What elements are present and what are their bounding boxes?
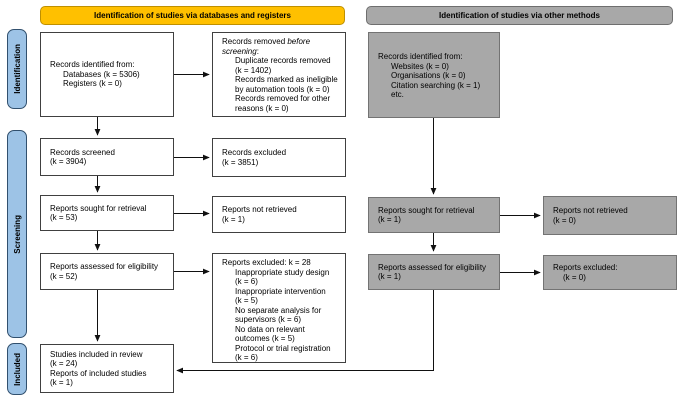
reports-not-retrieved-line1: Reports not retrieved <box>222 205 297 214</box>
records-identified-line3: Registers (k = 0) <box>63 79 122 89</box>
header-databases-registers: Identification of studies via databases … <box>40 6 345 25</box>
records-screened-box: Records screened (k = 3904) <box>40 138 174 176</box>
records-removed-item-line: Records removed for other <box>235 94 331 103</box>
records-removed-item-line: (k = 1402) <box>235 65 272 75</box>
other-reports-assessed-line2: (k = 1) <box>378 272 401 281</box>
reports-excluded-item-line: outcomes (k = 5) <box>235 334 295 343</box>
studies-included-box: Studies included in review (k = 24) Repo… <box>40 344 174 393</box>
reports-excluded-title: Reports excluded: k = 28 <box>222 258 311 267</box>
other-reports-assessed-line1: Reports assessed for eligibility <box>378 262 487 272</box>
other-reports-excluded-line2: (k = 0) <box>563 272 586 282</box>
header-other-methods: Identification of studies via other meth… <box>366 6 673 25</box>
records-excluded-line1: Records excluded <box>222 148 287 157</box>
reports-excluded-item-line: supervisors (k = 6) <box>235 315 302 324</box>
records-removed-item-line: reasons (k = 0) <box>235 103 289 113</box>
reports-excluded-item-line: Inappropriate study design <box>235 267 330 277</box>
records-identified-line1: Records identified from: <box>50 60 135 70</box>
other-reports-sought-line2: (k = 1) <box>378 215 401 224</box>
other-reports-sought-box: Reports sought for retrieval (k = 1) <box>368 197 500 233</box>
reports-assessed-line1: Reports assessed for eligibility <box>50 262 159 271</box>
records-removed-box: Records removed before screening: Duplic… <box>212 32 346 117</box>
reports-excluded-item-line: Inappropriate intervention <box>235 286 326 296</box>
records-removed-item-line: by automation tools (k = 0) <box>235 84 330 94</box>
sidebar-included-label: Included <box>12 352 22 386</box>
reports-excluded-item-line: (k = 6) <box>235 353 258 362</box>
sidebar-identification-label: Identification <box>12 44 22 94</box>
records-removed-item-line: Duplicate records removed <box>235 56 331 65</box>
other-records-identified-box: Records identified from: Websites (k = 0… <box>368 32 500 118</box>
reports-sought-line2: (k = 53) <box>50 213 78 222</box>
other-reports-excluded-line1: Reports excluded: <box>553 263 618 272</box>
reports-excluded-item-line: No data on relevant <box>235 324 305 334</box>
other-records-identified-line: Citation searching (k = 1) <box>391 80 481 90</box>
sidebar-identification: Identification <box>7 29 27 109</box>
reports-assessed-line2: (k = 52) <box>50 271 78 281</box>
studies-included-line4: (k = 1) <box>50 378 73 387</box>
other-reports-sought-line1: Reports sought for retrieval <box>378 205 475 215</box>
header-other-methods-label: Identification of studies via other meth… <box>439 11 600 20</box>
other-reports-excluded-box: Reports excluded: (k = 0) <box>543 255 677 290</box>
other-reports-not-retrieved-line2: (k = 0) <box>553 215 576 225</box>
sidebar-screening: Screening <box>7 130 27 338</box>
records-removed-title-line2: screening: <box>222 46 259 56</box>
records-identified-line2: Databases (k = 5306) <box>63 69 140 79</box>
records-excluded-box: Records excluded (k = 3851) <box>212 138 346 177</box>
reports-excluded-item-line: Protocol or trial registration <box>235 343 331 353</box>
other-records-identified-line: Organisations (k = 0) <box>391 71 466 80</box>
records-removed-title-line1: Records removed before <box>222 37 311 46</box>
reports-excluded-detail-box: Reports excluded: k = 28 Inappropriate s… <box>212 253 346 363</box>
records-screened-line2: (k = 3904) <box>50 157 87 166</box>
reports-sought-box: Reports sought for retrieval (k = 53) <box>40 195 174 231</box>
studies-included-line2: (k = 24) <box>50 359 78 368</box>
reports-assessed-box: Reports assessed for eligibility (k = 52… <box>40 253 174 290</box>
records-removed-item-line: Records marked as ineligible <box>235 75 338 84</box>
reports-not-retrieved-box: Reports not retrieved (k = 1) <box>212 196 346 233</box>
records-identified-box: Records identified from: Databases (k = … <box>40 32 174 117</box>
records-screened-line1: Records screened <box>50 147 115 157</box>
other-records-identified-line1: Records identified from: <box>378 52 463 61</box>
other-records-identified-line: Websites (k = 0) <box>391 61 449 71</box>
records-excluded-line2: (k = 3851) <box>222 157 259 167</box>
reports-excluded-item-line: (k = 6) <box>235 277 258 286</box>
reports-not-retrieved-line2: (k = 1) <box>222 214 245 224</box>
other-reports-not-retrieved-line1: Reports not retrieved <box>553 206 628 215</box>
studies-included-line3: Reports of included studies <box>50 368 147 378</box>
reports-sought-line1: Reports sought for retrieval <box>50 203 147 213</box>
header-databases-registers-label: Identification of studies via databases … <box>94 11 291 20</box>
other-records-identified-line: etc. <box>391 90 404 99</box>
other-reports-not-retrieved-box: Reports not retrieved (k = 0) <box>543 196 677 235</box>
reports-excluded-item-line: No separate analysis for <box>235 305 322 315</box>
reports-excluded-item-line: (k = 5) <box>235 296 258 305</box>
sidebar-included: Included <box>7 343 27 395</box>
sidebar-screening-label: Screening <box>12 214 22 254</box>
studies-included-line1: Studies included in review <box>50 349 143 359</box>
other-reports-assessed-box: Reports assessed for eligibility (k = 1) <box>368 254 500 290</box>
